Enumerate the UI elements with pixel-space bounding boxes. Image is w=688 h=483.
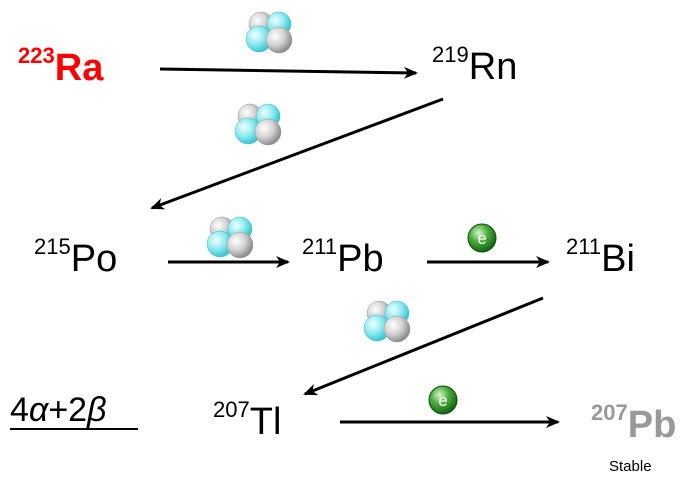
nuclide-bi-211: 211Bi [566,235,635,280]
mass-number: 211 [566,233,602,259]
mass-number: 219 [432,41,469,67]
alpha-symbol: α [28,391,49,429]
alpha-particle-icon [363,300,411,343]
alpha-particle-icon [234,103,282,146]
mass-number: 207 [591,399,628,425]
alpha-particle-icon [245,11,293,54]
summary-underline [10,428,138,430]
nuclide-ra-223: 223Ra [18,44,104,89]
electron-label: e [477,229,486,248]
decay-summary: 4α+2β [10,393,107,427]
nuclide-pb-211: 211Pb [302,235,384,280]
stable-label: Stable [609,458,652,475]
element-symbol: Rn [468,46,518,88]
nuclide-tl-207: 207Tl [213,398,282,443]
element-symbol: Po [70,238,118,280]
beta-count: 2 [68,391,88,429]
decay-arrow-rn-to-po [150,97,444,210]
mass-number: 211 [302,233,338,259]
element-symbol: Pb [627,404,677,446]
alpha-count: 4 [10,391,29,429]
mass-number: 215 [34,233,71,259]
electron-icon: e [467,223,497,253]
electron-icon: e [428,385,458,415]
nuclide-rn-219: 219Rn [432,43,518,88]
mass-number: 223 [18,42,55,68]
mass-number: 207 [213,396,250,422]
electron-label: e [438,391,447,410]
decay-arrow-bi-to-tl [303,296,544,396]
element-symbol: Ra [54,47,104,89]
element-symbol: Pb [337,238,384,280]
beta-symbol: β [87,391,107,429]
decay-arrow-ra-to-rn [159,66,418,79]
nuclide-pb-207-stable: 207Pb [591,401,677,446]
nuclide-po-215: 215Po [34,235,118,280]
alpha-particle-icon [206,216,254,259]
element-symbol: Tl [249,401,282,443]
plus-sign: + [48,391,69,429]
element-symbol: Bi [601,238,635,280]
